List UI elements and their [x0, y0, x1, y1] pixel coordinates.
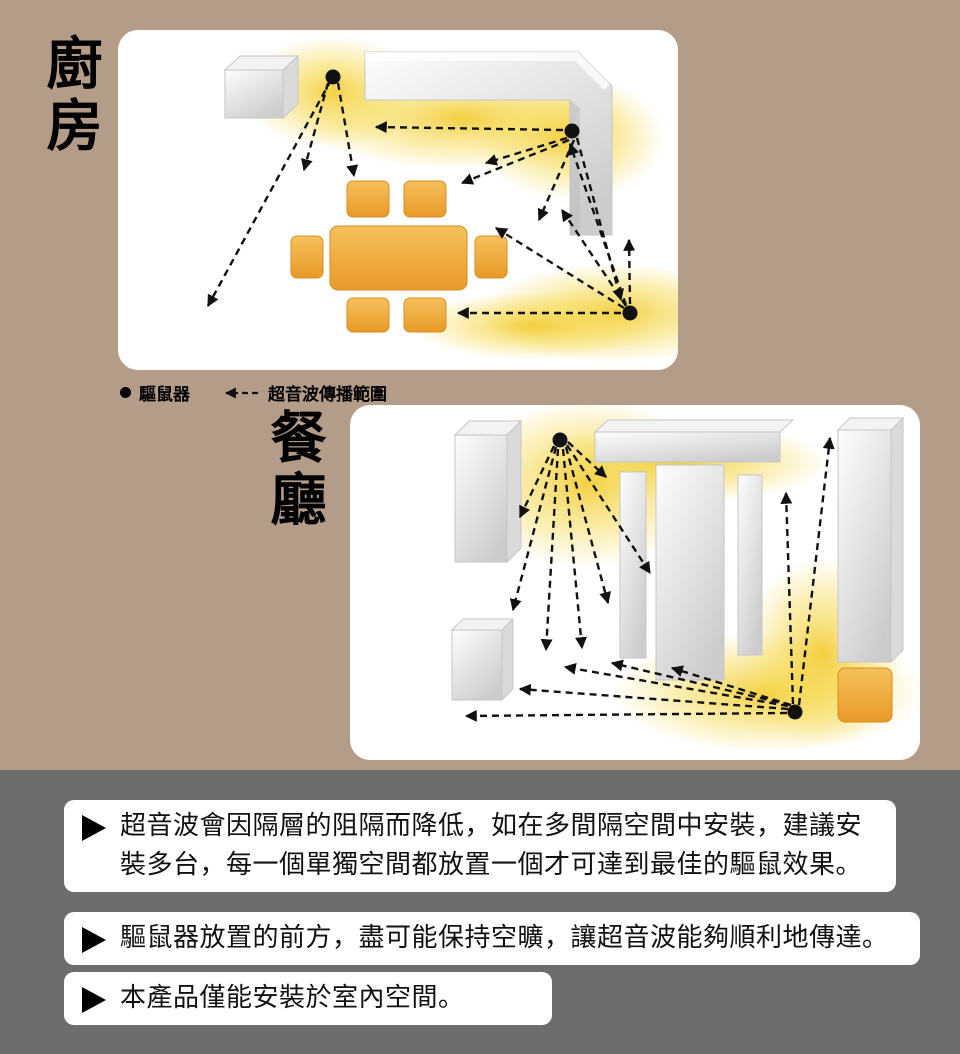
dining-wave-arrows: [464, 436, 835, 722]
note-card: 本產品僅能安裝於室內空間。: [64, 972, 552, 1025]
note-text: 驅鼠器放置的前方，盡可能保持空曠，讓超音波能夠順利地傳達。: [120, 923, 889, 953]
kitchen-floorplan-panel: [118, 30, 678, 370]
kitchen-floorplan-svg: [206, 36, 678, 363]
dining-table-benches: [619, 464, 763, 681]
legend-device-label: 驅鼠器: [139, 385, 190, 405]
kitchen-wave-arrows: [206, 79, 636, 319]
note-text: 本產品僅能安裝於室內空間。: [120, 983, 465, 1013]
legend: 驅鼠器 超音波傳播範圍: [120, 380, 387, 405]
dining-top-counter: [593, 419, 795, 463]
repeller-dot: [564, 123, 580, 139]
dining-cabinet-bottom-left: [450, 617, 515, 702]
bullet-triangle-icon: [82, 927, 106, 953]
dining-orange-unit: [837, 667, 893, 723]
dashed-arrow-icon: [224, 387, 258, 398]
repeller-dot: [622, 305, 638, 321]
repeller-dot: [325, 69, 341, 85]
kitchen-cabinet: [223, 54, 300, 120]
bullet-triangle-icon: [82, 815, 106, 841]
dining-floorplan-svg: [450, 405, 920, 753]
note-card: 超音波會因隔層的阻隔而降低，如在多間隔空間中安裝，建議安裝多台，每一個單獨空間都…: [64, 800, 896, 892]
kitchen-room-label: 廚房: [37, 34, 103, 158]
note-card: 驅鼠器放置的前方，盡可能保持空曠，讓超音波能夠順利地傳達。: [64, 912, 920, 965]
repeller-dot-icon: [120, 387, 131, 398]
legend-range-label: 超音波傳播範圍: [268, 385, 387, 405]
kitchen-table-set: [290, 180, 508, 333]
dining-room-label: 餐廳: [261, 408, 327, 532]
dining-cabinet-right: [836, 416, 905, 664]
notes-section: 超音波會因隔層的阻隔而降低，如在多間隔空間中安裝，建議安裝多台，每一個單獨空間都…: [0, 770, 960, 1054]
repeller-dot: [787, 704, 803, 720]
note-text: 超音波會因隔層的阻隔而降低，如在多間隔空間中安裝，建議安裝多台，每一個單獨空間都…: [120, 811, 863, 880]
dining-floorplan-panel: [350, 405, 920, 760]
dining-cabinet-top-left: [453, 419, 523, 564]
repeller-dot: [552, 432, 568, 448]
bullet-triangle-icon: [82, 987, 106, 1013]
